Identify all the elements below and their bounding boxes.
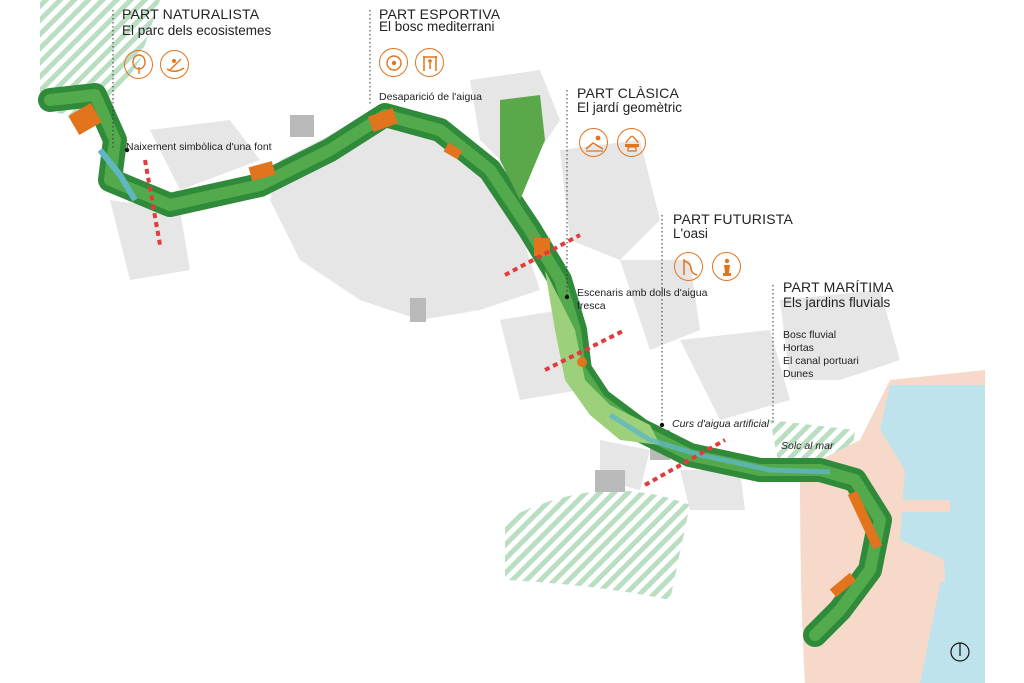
annotation-naixement: Naixement simbòlica d'una font bbox=[126, 141, 272, 153]
annotation-desaparicio: Desaparició de l'aigua bbox=[379, 91, 482, 103]
section-title-clasica: PART CLÀSICA bbox=[577, 85, 679, 101]
annotation-escenaris-1: Escenaris amb dolls d'aigua bbox=[577, 287, 708, 299]
green-zone-south bbox=[505, 490, 690, 600]
park-branch bbox=[500, 95, 545, 200]
section-subtitle-clasica: El jardí geomètric bbox=[577, 100, 683, 115]
sea bbox=[880, 385, 985, 683]
annotation-solc: Solc al mar bbox=[781, 440, 834, 452]
section-title-naturalista: PART NATURALISTA bbox=[122, 6, 260, 22]
section-cuts bbox=[143, 159, 726, 487]
section-title-esportiva: PART ESPORTIVA bbox=[379, 6, 501, 22]
maritima-list: Bosc fluvial Hortas El canal portuari Du… bbox=[783, 329, 859, 381]
sunbed-icon bbox=[579, 128, 608, 157]
ball-icon bbox=[379, 48, 408, 77]
dock bbox=[875, 570, 945, 582]
statue-icon bbox=[712, 252, 741, 281]
park-light-section bbox=[545, 270, 660, 445]
section-subtitle-maritima: Els jardins fluvials bbox=[783, 295, 891, 310]
section-subtitle-futurista: L'oasi bbox=[673, 226, 708, 241]
city-blocks bbox=[110, 70, 900, 510]
section-title-futurista: PART FUTURISTA bbox=[673, 211, 793, 227]
section-title-maritima: PART MARÍTIMA bbox=[783, 279, 894, 295]
maritima-item: Bosc fluvial bbox=[783, 329, 837, 341]
maritima-item: El canal portuari bbox=[783, 355, 859, 367]
maritima-item: Dunes bbox=[783, 368, 814, 380]
leader-dots bbox=[124, 147, 665, 428]
north-arrow bbox=[950, 642, 970, 662]
leader-lines bbox=[112, 10, 774, 425]
section-subtitle-naturalista: El parc dels ecosistemes bbox=[122, 23, 272, 38]
sport-fields bbox=[68, 102, 883, 598]
annotation-curs: Curs d'aigua artificial bbox=[672, 418, 770, 430]
water-source bbox=[97, 148, 138, 202]
exercise-icon bbox=[415, 48, 444, 77]
annotation-escenaris-2: fresca bbox=[577, 300, 606, 312]
fountain-icon bbox=[617, 128, 646, 157]
canoe-icon bbox=[160, 50, 189, 79]
maritima-item: Hortas bbox=[783, 342, 814, 354]
water-channel bbox=[608, 412, 831, 475]
slide-icon bbox=[674, 252, 703, 281]
section-subtitle-esportiva: El bosc mediterrani bbox=[379, 19, 495, 34]
dock bbox=[890, 500, 950, 512]
tree-icon bbox=[124, 50, 153, 79]
